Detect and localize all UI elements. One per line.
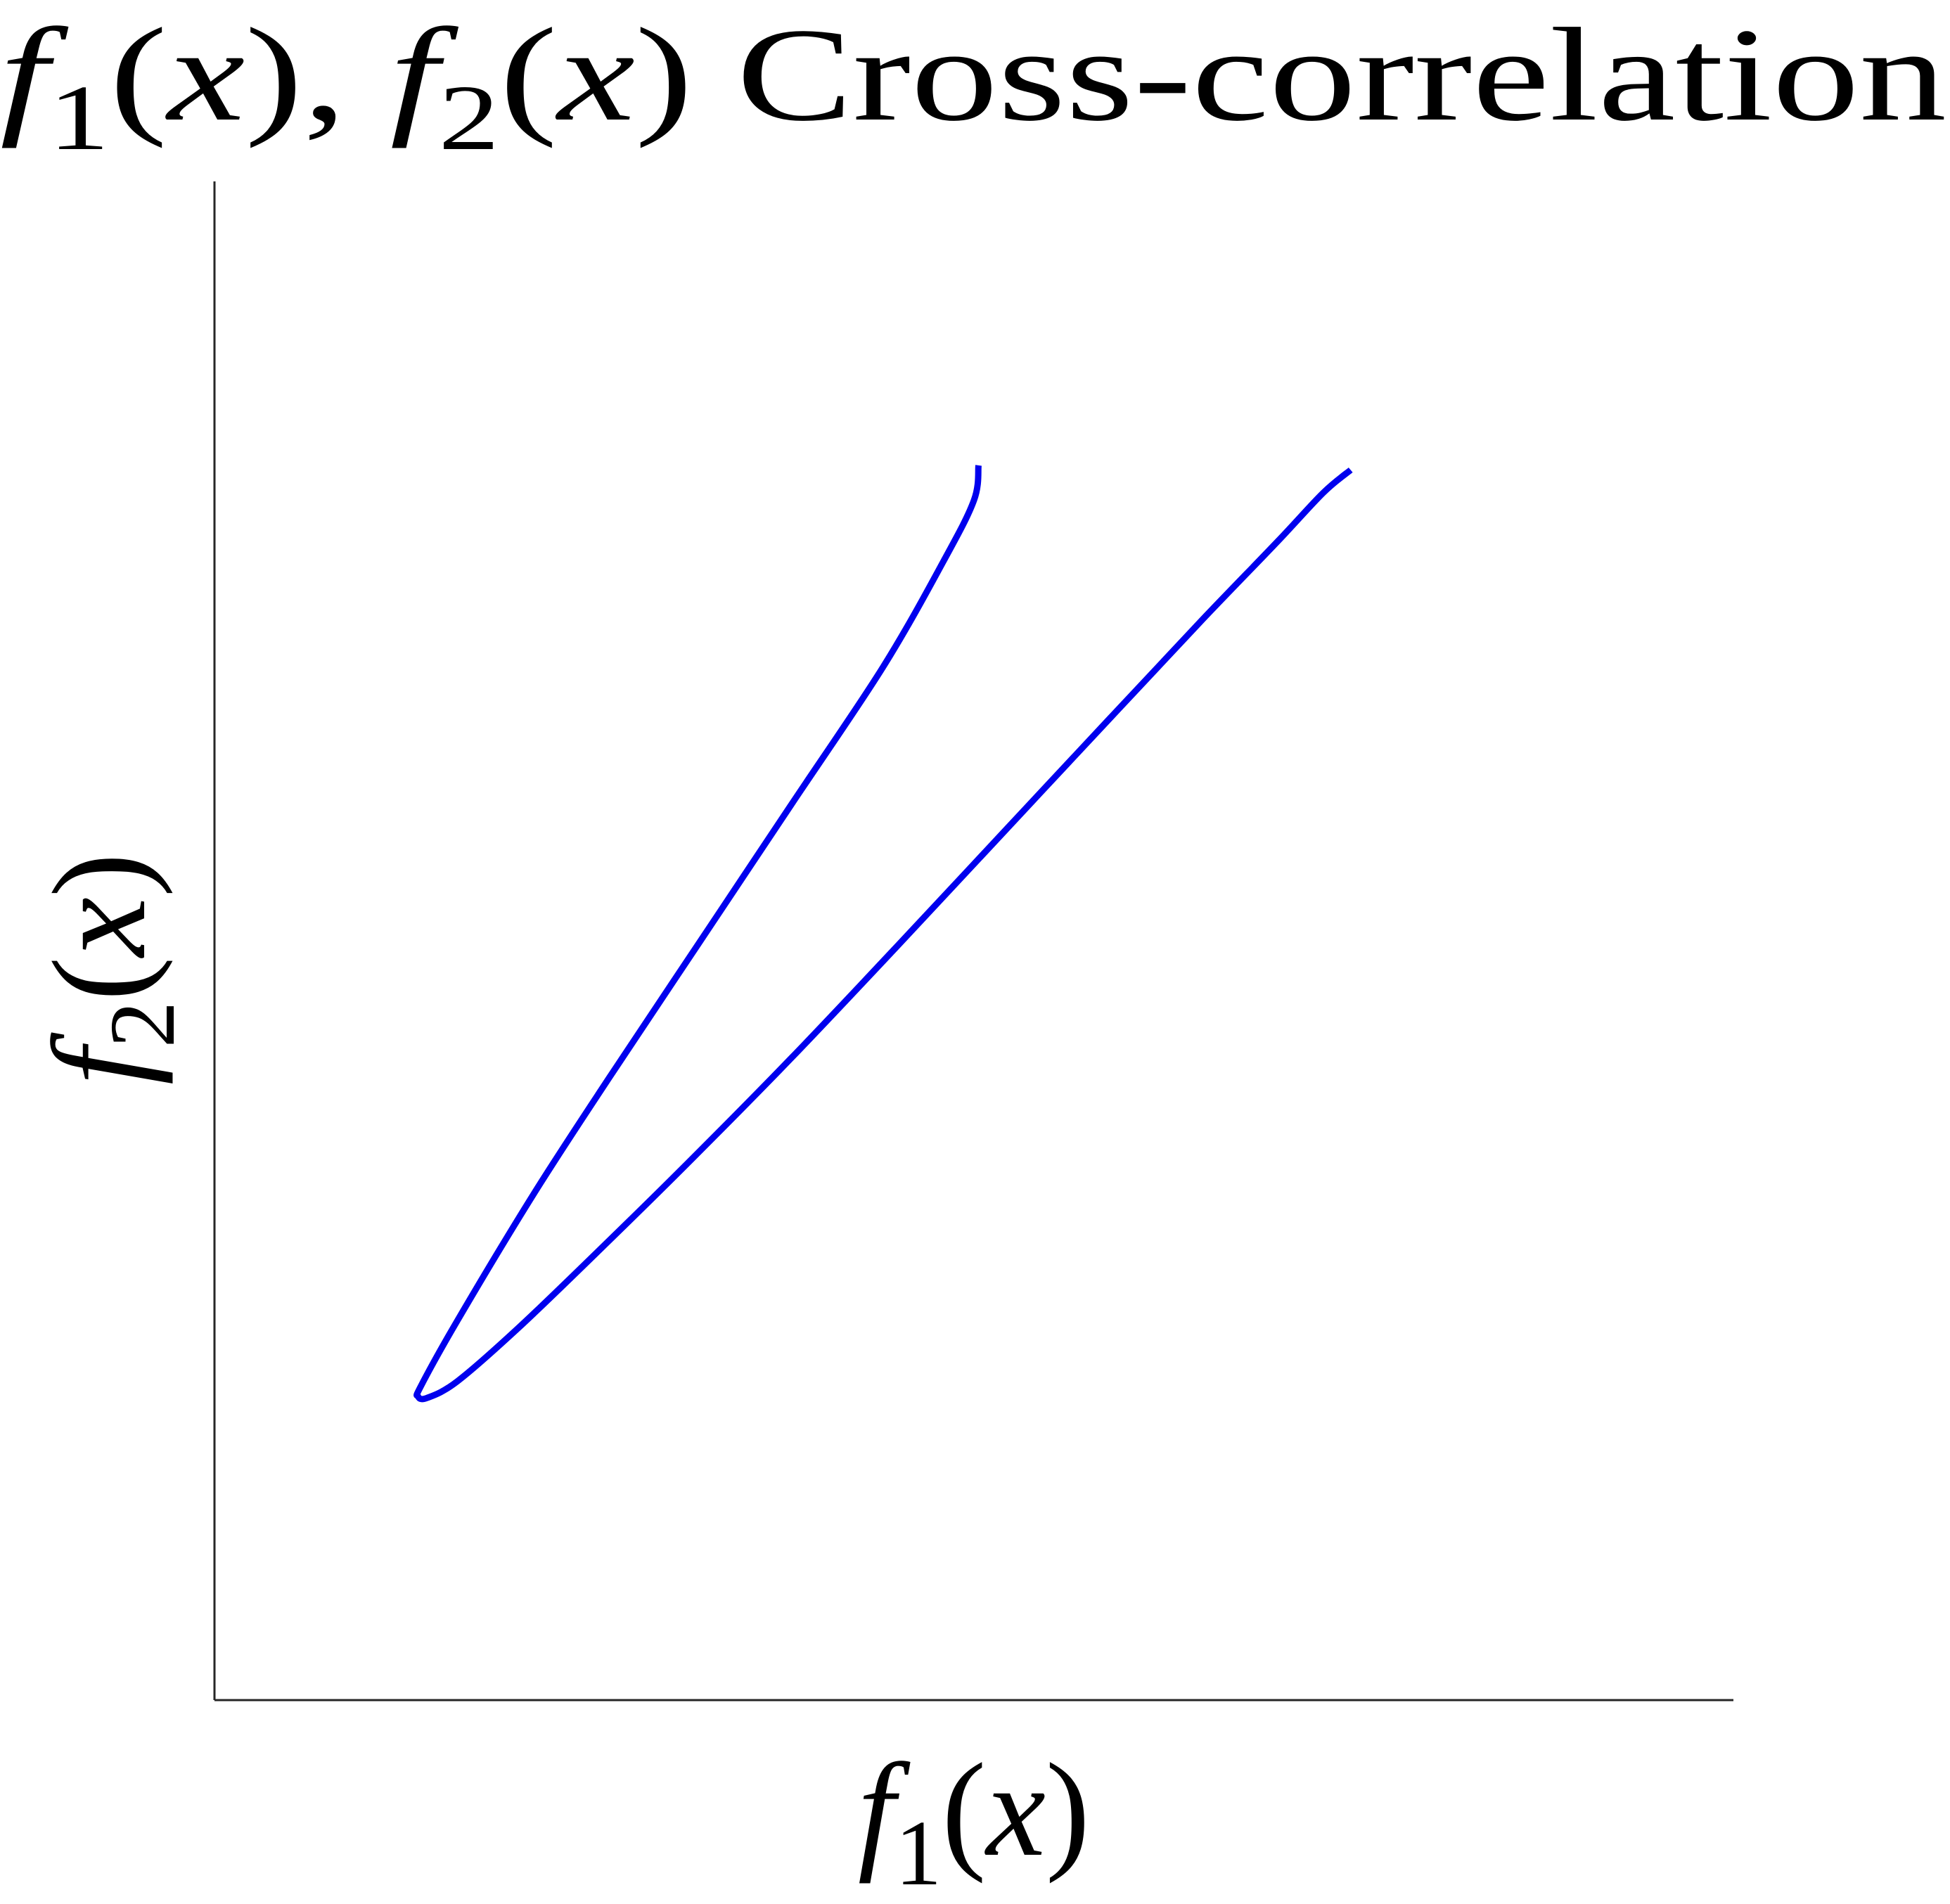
x-axis-label-text-part: ) bbox=[1046, 1737, 1090, 1884]
y-axis-label: f2(x) bbox=[26, 853, 194, 1085]
x-axis-label-text-part: ( bbox=[942, 1737, 986, 1884]
x-axis-label-text-part: 1 bbox=[895, 1801, 942, 1904]
y-axis-label-text-part: 2 bbox=[90, 1001, 194, 1048]
chart-title-text-part: ) Cross-correlation bbox=[635, 1, 1946, 149]
series-line-0 bbox=[413, 465, 1353, 1403]
chart-title-text-part: ), bbox=[245, 1, 390, 149]
chart-title-text-part: ( bbox=[110, 1, 168, 149]
x-axis-label-text-part: x bbox=[984, 1737, 1045, 1884]
chart-title-text-part: x bbox=[165, 1, 245, 149]
x-axis-label-text: f1(x) bbox=[858, 1737, 1090, 1904]
y-axis-label-text-part: ( bbox=[26, 957, 174, 1001]
axes bbox=[213, 181, 1733, 1702]
chart-title-text-part: 2 bbox=[439, 65, 500, 169]
y-axis-label-text: f2(x) bbox=[26, 853, 194, 1085]
y-axis-label-text-part: ) bbox=[26, 853, 174, 897]
chart-title-text-part: 1 bbox=[49, 65, 110, 169]
y-axis-label-text-part: x bbox=[26, 897, 174, 958]
x-axis-label: f1(x) bbox=[858, 1737, 1090, 1904]
series-group bbox=[413, 465, 1353, 1403]
chart-title-text-part: x bbox=[555, 1, 635, 149]
chart-title-text-part: ( bbox=[499, 1, 558, 149]
